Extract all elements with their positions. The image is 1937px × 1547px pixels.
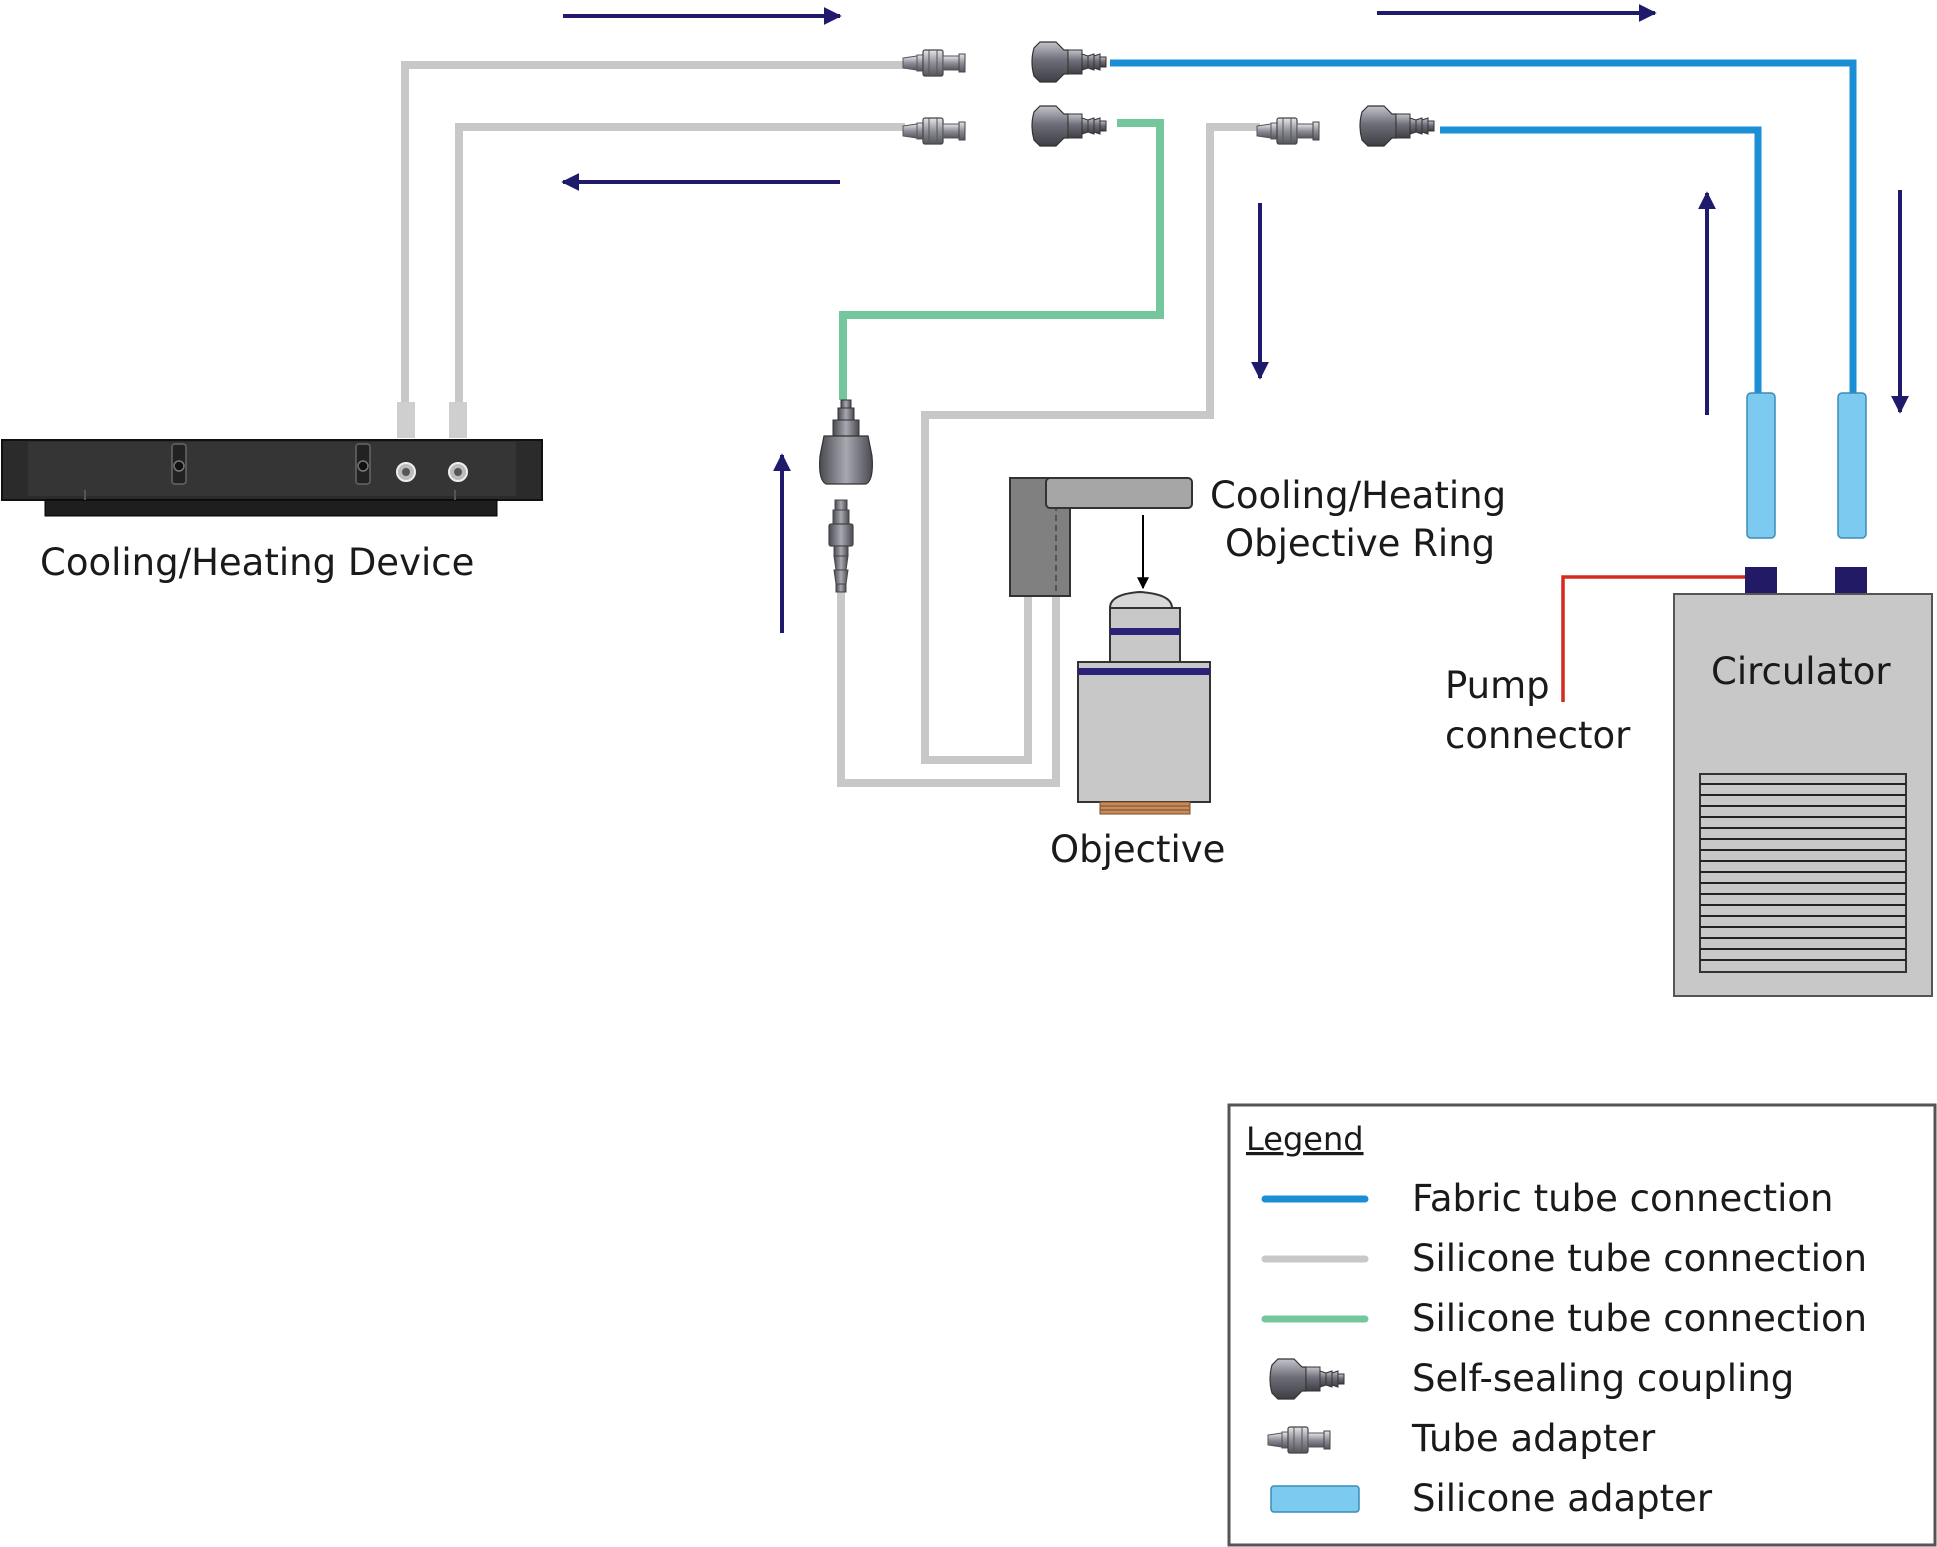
device-outlet-tube <box>401 61 905 410</box>
device-latch-icon <box>171 443 187 485</box>
self-sealing-coupling-icon <box>1359 105 1435 147</box>
circulator-port <box>1835 567 1867 593</box>
cooling-heating-device <box>1 402 543 517</box>
device-port-1 <box>397 402 415 438</box>
ring-arm <box>1045 477 1193 509</box>
legend-label: Silicone tube connection <box>1412 1237 1867 1280</box>
circulator <box>1673 567 1933 997</box>
device-port-2 <box>449 402 467 438</box>
device-label: Cooling/Heating Device <box>40 541 474 584</box>
legend-title: Legend <box>1246 1120 1364 1158</box>
objective-tip <box>1108 590 1174 609</box>
legend-label: Tube adapter <box>1411 1417 1656 1460</box>
ring-label-line1: Cooling/Heating <box>1210 474 1506 517</box>
self-sealing-coupling-icon <box>1031 41 1107 83</box>
pump-connector-label-line1: Pump <box>1445 664 1550 707</box>
ring-label-line2: Objective Ring <box>1225 522 1495 565</box>
objective-label: Objective <box>1050 828 1225 871</box>
legend-label: Fabric tube connection <box>1412 1177 1833 1220</box>
circulator-port <box>1745 567 1777 593</box>
legend-item: Silicone tube connection <box>1261 1297 1867 1340</box>
silicone-tubes-gray <box>401 61 1260 787</box>
tube-adapter-icon <box>902 49 966 77</box>
silicone-adapter-icon <box>1746 392 1776 539</box>
green-silicone-tube <box>839 119 1164 400</box>
legend-item: Silicone adapter <box>1270 1477 1713 1520</box>
tube-adapter-icon <box>1256 117 1320 145</box>
legend-item: Self-sealing coupling <box>1269 1357 1794 1400</box>
legend-label: Silicone adapter <box>1412 1477 1713 1520</box>
legend: Legend Fabric tube connection Silicone t… <box>1227 1103 1937 1547</box>
tube-adapter-icon <box>902 117 966 145</box>
ring-inlet-tube <box>921 123 1260 764</box>
silicone-adapter-icon <box>1837 392 1867 539</box>
legend-item: Tube adapter <box>1267 1417 1656 1460</box>
flow-arrows <box>561 4 1909 633</box>
legend-box <box>1227 1103 1937 1547</box>
self-sealing-coupling-icon <box>1031 105 1107 147</box>
tube-adapter-icon <box>828 499 854 593</box>
cooling-heating-objective-ring <box>1009 477 1193 597</box>
objective <box>1077 590 1211 815</box>
circulator-label: Circulator <box>1711 650 1891 693</box>
fabric-tube-inner <box>1440 126 1762 395</box>
legend-item: Silicone tube connection <box>1261 1237 1867 1280</box>
ring-outlet-tube <box>837 590 1060 787</box>
legend-item: Fabric tube connection <box>1261 1177 1833 1220</box>
legend-label: Self-sealing coupling <box>1412 1357 1794 1400</box>
pump-connector-wire <box>1561 575 1752 702</box>
device-latch-icon <box>355 443 371 485</box>
pump-connector-label-line2: connector <box>1445 714 1631 757</box>
fabric-tubes <box>1110 59 1857 395</box>
device-base <box>44 499 498 517</box>
legend-label: Silicone tube connection <box>1412 1297 1867 1340</box>
silicone-adapters <box>1746 392 1867 539</box>
self-sealing-coupling-icon <box>819 399 873 485</box>
device-inlet-tube <box>455 123 905 410</box>
silicone-adapter-icon <box>1270 1485 1360 1513</box>
objective-thread <box>1099 801 1191 815</box>
fabric-tube-outer <box>1110 59 1857 395</box>
